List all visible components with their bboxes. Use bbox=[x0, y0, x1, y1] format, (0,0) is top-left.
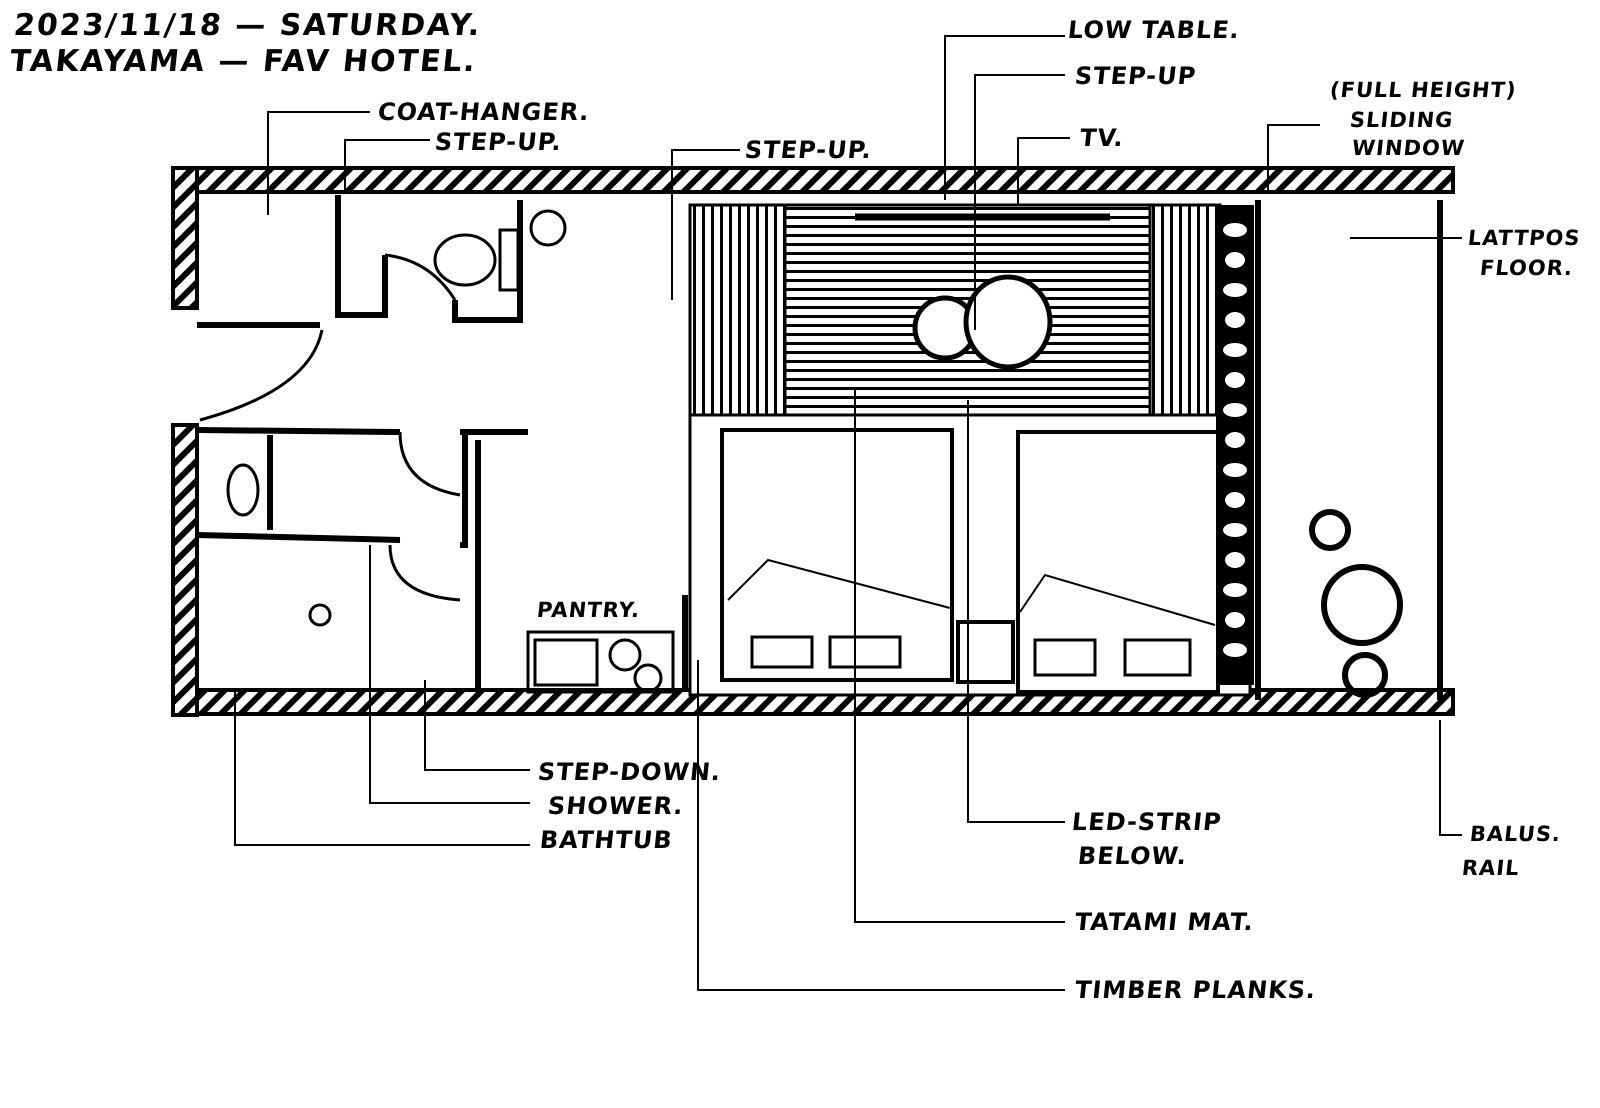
label-sliding-window-1: Sliding bbox=[1348, 108, 1455, 132]
label-lattice-floor-2: floor. bbox=[1478, 256, 1575, 280]
sketch-location-title: Takayama — Fav Hotel. bbox=[8, 44, 479, 79]
label-step-up-room: Step-up. bbox=[743, 136, 874, 164]
washbasin-icon bbox=[226, 463, 260, 517]
label-shower: Shower. bbox=[546, 792, 686, 820]
beds bbox=[688, 413, 1252, 697]
label-tatami-mat: Tatami mat. bbox=[1073, 908, 1256, 936]
toilet-icon bbox=[433, 233, 497, 287]
label-coat-hanger: Coat-hanger. bbox=[376, 98, 592, 126]
label-led-strip-2: below. bbox=[1076, 842, 1189, 870]
label-step-up-tatami: Step-up bbox=[1073, 62, 1198, 90]
label-tv: TV. bbox=[1078, 124, 1126, 152]
sketch-date-title: 2023/11/18 — Saturday. bbox=[12, 8, 484, 43]
leader-lines bbox=[234, 35, 1462, 991]
interior-walls bbox=[196, 195, 1443, 700]
label-full-height: (Full height) bbox=[1328, 78, 1518, 102]
label-lattice-floor-1: Lattpos bbox=[1466, 226, 1582, 250]
label-step-down: Step-down. bbox=[536, 758, 723, 786]
fixtures bbox=[226, 209, 675, 694]
label-led-strip-1: LED-strip bbox=[1070, 808, 1224, 836]
label-balus-rail-2: rail bbox=[1460, 856, 1521, 880]
label-bathtub: Bathtub bbox=[538, 826, 675, 854]
door-swings bbox=[199, 253, 461, 602]
label-step-up-entry: Step-up. bbox=[433, 128, 564, 156]
label-pantry: Pantry. bbox=[535, 598, 642, 622]
label-low-table: Low table. bbox=[1066, 16, 1242, 44]
label-timber-planks: Timber planks. bbox=[1073, 976, 1318, 1004]
low-table bbox=[912, 274, 1053, 370]
label-balus-rail-1: Balus. bbox=[1468, 822, 1563, 846]
balcony-stools bbox=[1309, 509, 1403, 698]
label-sliding-window-2: window bbox=[1350, 136, 1467, 160]
